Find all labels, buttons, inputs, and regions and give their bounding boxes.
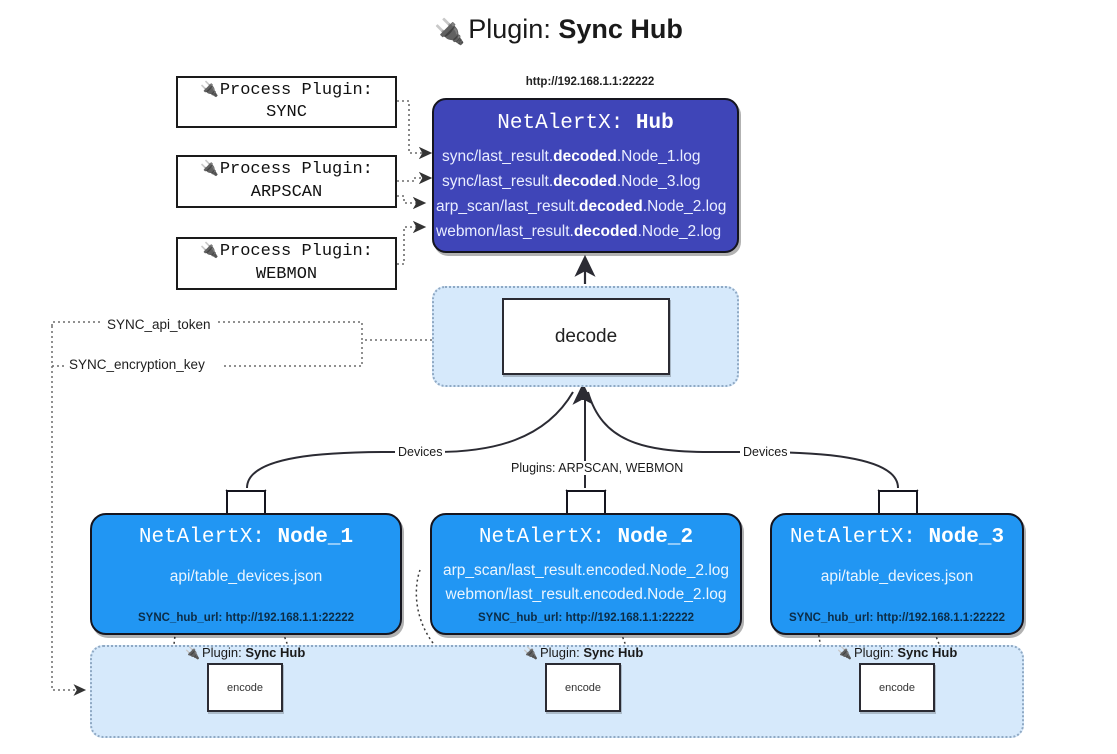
plug-icon: 🔌 xyxy=(185,646,200,660)
page-title: 🔌Plugin: Sync Hub xyxy=(0,14,1117,47)
plug-icon: 🔌 xyxy=(200,241,219,260)
hub-log-2-bold: decoded xyxy=(579,198,643,216)
process-plugin-webmon-line2: WEBMON xyxy=(255,264,318,284)
plug-icon: 🔌 xyxy=(837,646,852,660)
plug-icon: 🔌 xyxy=(523,646,538,660)
encoder-3-tag-lead: Plugin: xyxy=(853,645,898,660)
hub-log-1-pre: sync/last_result. xyxy=(442,173,554,191)
decode-box[interactable]: decode xyxy=(502,298,670,375)
node-2-box[interactable]: NetAlertX: Node_2 arp_scan/last_result.e… xyxy=(430,513,742,635)
node-3-title: NetAlertX: Node_3 xyxy=(772,526,1022,549)
encoder-1-tag-lead: Plugin: xyxy=(201,645,246,660)
encoder-1-plugin-tag: 🔌Plugin: Sync Hub xyxy=(185,645,305,660)
process-plugin-webmon-box[interactable]: 🔌Process Plugin: WEBMON xyxy=(176,237,397,290)
node-2-hub-url: SYNC_hub_url: http://192.168.1.1:22222 xyxy=(477,612,695,624)
page-title-strong: Sync Hub xyxy=(558,14,683,44)
process-plugin-arpscan-box[interactable]: 🔌Process Plugin: ARPSCAN xyxy=(176,155,397,208)
process-plugin-sync-line1: Process Plugin: xyxy=(219,80,373,100)
hub-log-0-post: .Node_1.log xyxy=(616,148,701,165)
node-2-title-name: Node_2 xyxy=(617,526,694,549)
hub-log-3-bold: decoded xyxy=(573,223,638,241)
node-2-row: arp_scan/last_result.encoded.Node_2.log xyxy=(442,562,730,579)
process-plugin-arpscan-line2: ARPSCAN xyxy=(250,182,323,202)
node-1-row: api/table_devices.json xyxy=(169,568,323,585)
node-2-title-prefix: NetAlertX: xyxy=(478,526,618,549)
node-3-title-name: Node_3 xyxy=(928,526,1005,549)
hub-log-3-post: .Node_2.log xyxy=(637,223,722,241)
hub-log-row: sync/last_result.decoded.Node_1.log xyxy=(434,144,737,169)
node-1-title-name: Node_1 xyxy=(277,526,354,549)
hub-log-3-pre: webmon/last_result. xyxy=(436,223,574,241)
process-plugin-sync-box[interactable]: 🔌Process Plugin: SYNC xyxy=(176,76,397,128)
hub-log-1-post: .Node_3.log xyxy=(616,173,701,191)
hub-log-0-pre: sync/last_result. xyxy=(442,148,554,165)
plug-icon: 🔌 xyxy=(200,159,219,178)
hub-log-row: webmon/last_result.decoded.Node_2.log xyxy=(434,219,737,244)
encoder-3-plugin-tag: 🔌Plugin: Sync Hub xyxy=(837,645,957,660)
hub-log-row: sync/last_result.decoded.Node_3.log xyxy=(434,169,737,194)
hub-log-1-bold: decoded xyxy=(553,173,617,191)
node-3-box[interactable]: NetAlertX: Node_3 api/table_devices.json… xyxy=(770,513,1024,635)
encoder-3-tag-strong: Sync Hub xyxy=(897,645,958,660)
node-2-title: NetAlertX: Node_2 xyxy=(432,526,740,549)
hub-node-box[interactable]: NetAlertX: Hub sync/last_result.decoded.… xyxy=(432,98,739,253)
hub-log-2-post: .Node_2.log xyxy=(642,198,727,216)
node-1-title: NetAlertX: Node_1 xyxy=(92,526,400,549)
process-plugin-webmon-line1: Process Plugin: xyxy=(219,242,373,262)
node-1-title-prefix: NetAlertX: xyxy=(138,526,278,549)
plug-icon: 🔌 xyxy=(434,18,466,46)
encode-box-3[interactable]: encode xyxy=(859,663,935,712)
node-2-row: webmon/last_result.encoded.Node_2.log xyxy=(445,586,727,604)
sync-encryption-key-label: SYNC_encryption_key xyxy=(66,357,208,372)
hub-log-0-bold: decoded xyxy=(553,148,617,165)
encoder-2-plugin-tag: 🔌Plugin: Sync Hub xyxy=(523,645,643,660)
node-1-hub-url: SYNC_hub_url: http://192.168.1.1:22222 xyxy=(137,612,355,624)
node-1-box[interactable]: NetAlertX: Node_1 api/table_devices.json… xyxy=(90,513,402,635)
hub-log-list: sync/last_result.decoded.Node_1.log sync… xyxy=(434,144,737,244)
sync-api-token-label: SYNC_api_token xyxy=(104,317,214,332)
hub-log-2-pre: arp_scan/last_result. xyxy=(436,198,580,216)
node-3-title-prefix: NetAlertX: xyxy=(789,526,929,549)
process-plugin-arpscan-line1: Process Plugin: xyxy=(219,160,373,180)
encode-box-1[interactable]: encode xyxy=(207,663,283,712)
hub-title-prefix: NetAlertX: xyxy=(497,112,636,135)
hub-title-name: Hub xyxy=(635,112,674,135)
node-2-row-list: arp_scan/last_result.encoded.Node_2.log … xyxy=(432,559,740,607)
encoder-2-tag-lead: Plugin: xyxy=(539,645,584,660)
node-3-hub-url: SYNC_hub_url: http://192.168.1.1:22222 xyxy=(788,612,1006,624)
page-title-lead: Plugin: xyxy=(468,14,559,44)
encode-box-2[interactable]: encode xyxy=(545,663,621,712)
encoder-1-tag-strong: Sync Hub xyxy=(245,645,306,660)
encoder-2-tag-strong: Sync Hub xyxy=(583,645,644,660)
hub-url-label: http://192.168.1.1:22222 xyxy=(525,76,655,88)
node-3-row: api/table_devices.json xyxy=(820,568,974,585)
edge-label-devices-right: Devices xyxy=(740,445,791,459)
hub-title: NetAlertX: Hub xyxy=(434,112,737,135)
process-plugin-sync-line2: SYNC xyxy=(266,103,307,122)
hub-log-row: arp_scan/last_result.decoded.Node_2.log xyxy=(434,194,737,219)
edge-label-devices-left: Devices xyxy=(395,445,446,459)
edge-label-plugins-center: Plugins: ARPSCAN, WEBMON xyxy=(508,461,687,475)
plug-icon: 🔌 xyxy=(200,79,219,98)
